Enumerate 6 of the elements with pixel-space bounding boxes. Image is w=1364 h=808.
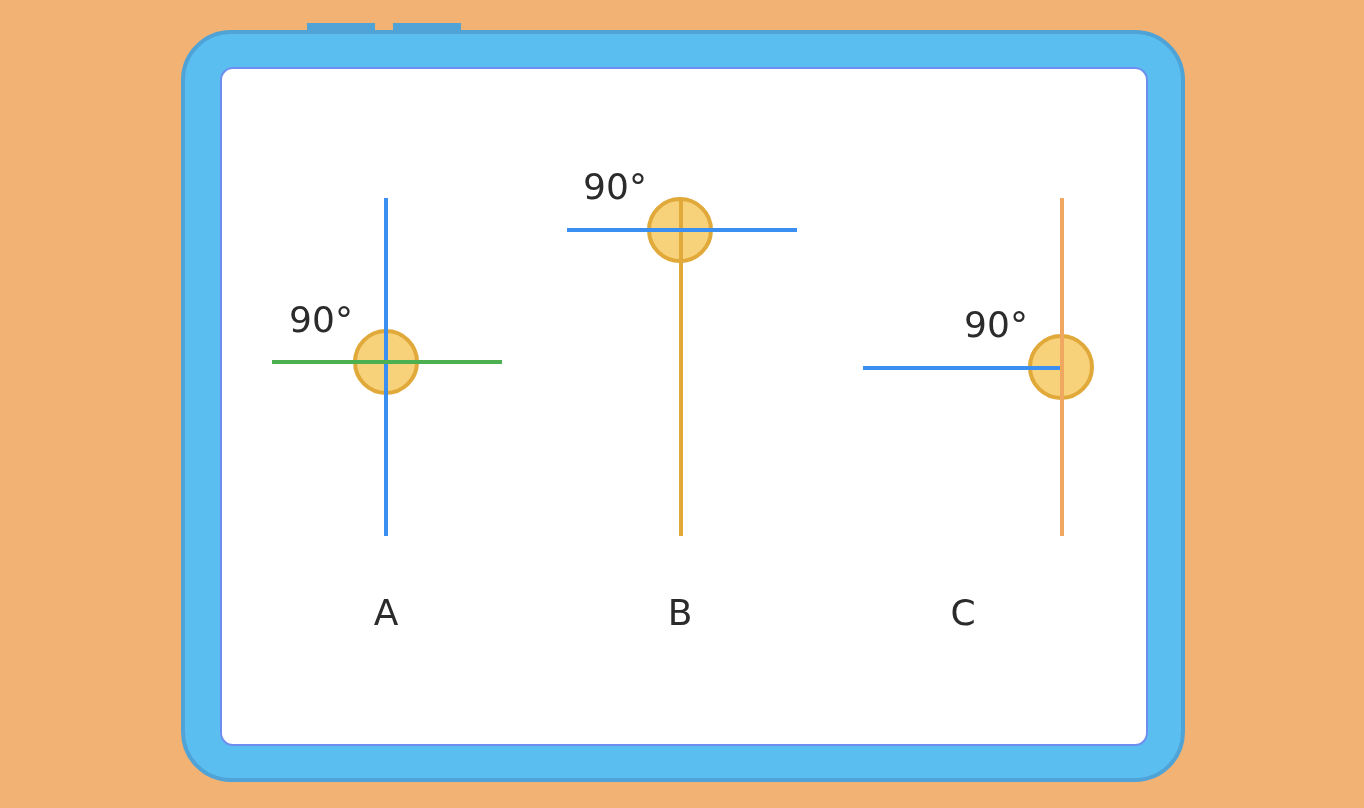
option-label: B — [667, 595, 693, 631]
angle-label: 90° — [289, 302, 353, 338]
option-label: A — [373, 595, 399, 631]
angle-label: 90° — [964, 307, 1028, 343]
angle-label: 90° — [583, 169, 647, 205]
option-label: C — [950, 595, 976, 631]
